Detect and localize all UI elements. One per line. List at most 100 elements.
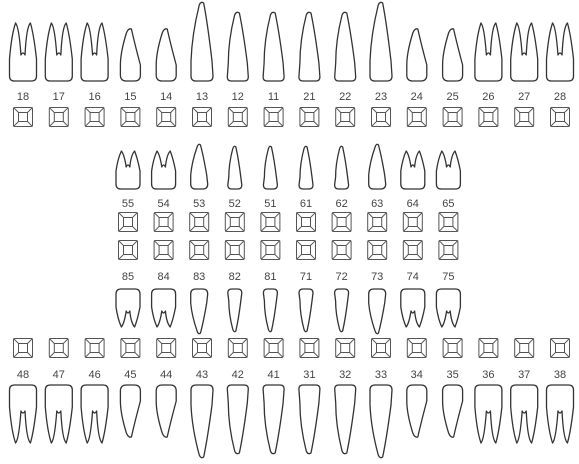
tooth-75[interactable]: 75 [436,241,460,328]
tooth-outline-icon[interactable] [335,146,349,189]
tooth-surface-selector-icon[interactable] [479,339,498,358]
tooth-outline-icon[interactable] [81,385,108,443]
tooth-83[interactable]: 83 [190,241,209,334]
tooth-outline-icon[interactable] [335,289,349,332]
tooth-outline-icon[interactable] [443,29,463,81]
tooth-surface-selector-icon[interactable] [264,108,283,127]
tooth-27[interactable]: 27 [511,23,538,127]
tooth-surface-selector-icon[interactable] [332,241,351,260]
tooth-18[interactable]: 18 [10,23,37,127]
tooth-surface-selector-icon[interactable] [551,339,570,358]
tooth-outline-icon[interactable] [407,29,427,81]
tooth-22[interactable]: 22 [335,12,356,126]
tooth-36[interactable]: 36 [475,339,502,444]
tooth-surface-selector-icon[interactable] [49,339,68,358]
tooth-outline-icon[interactable] [263,12,284,81]
tooth-surface-selector-icon[interactable] [368,241,387,260]
tooth-outline-icon[interactable] [152,289,176,327]
tooth-outline-icon[interactable] [156,29,176,81]
tooth-surface-selector-icon[interactable] [85,339,104,358]
tooth-surface-selector-icon[interactable] [193,108,212,127]
tooth-surface-selector-icon[interactable] [300,339,319,358]
tooth-surface-selector-icon[interactable] [439,241,458,260]
tooth-82[interactable]: 82 [225,241,244,332]
tooth-surface-selector-icon[interactable] [439,213,458,232]
tooth-outline-icon[interactable] [156,385,176,437]
tooth-surface-selector-icon[interactable] [551,108,570,127]
tooth-64[interactable]: 64 [401,151,425,232]
tooth-outline-icon[interactable] [511,23,538,81]
tooth-35[interactable]: 35 [443,339,463,438]
tooth-outline-icon[interactable] [152,151,176,189]
tooth-outline-icon[interactable] [191,144,208,189]
tooth-outline-icon[interactable] [10,385,37,443]
tooth-outline-icon[interactable] [299,146,313,189]
tooth-14[interactable]: 14 [156,29,176,127]
tooth-55[interactable]: 55 [116,151,140,232]
tooth-33[interactable]: 33 [370,339,392,458]
tooth-surface-selector-icon[interactable] [225,213,244,232]
tooth-surface-selector-icon[interactable] [121,339,140,358]
tooth-outline-icon[interactable] [475,23,502,81]
tooth-outline-icon[interactable] [120,29,140,81]
tooth-outline-icon[interactable] [511,385,538,443]
tooth-outline-icon[interactable] [401,289,425,327]
tooth-74[interactable]: 74 [401,241,425,328]
tooth-outline-icon[interactable] [227,12,248,81]
tooth-61[interactable]: 61 [297,146,316,231]
tooth-surface-selector-icon[interactable] [300,108,319,127]
tooth-85[interactable]: 85 [116,241,140,328]
tooth-outline-icon[interactable] [45,385,72,443]
tooth-outline-icon[interactable] [45,23,72,81]
tooth-outline-icon[interactable] [370,2,392,81]
tooth-outline-icon[interactable] [191,289,208,334]
tooth-surface-selector-icon[interactable] [332,213,351,232]
tooth-28[interactable]: 28 [547,23,574,127]
tooth-43[interactable]: 43 [191,339,213,458]
tooth-62[interactable]: 62 [332,146,351,231]
tooth-outline-icon[interactable] [299,289,313,332]
tooth-outline-icon[interactable] [263,289,277,332]
tooth-surface-selector-icon[interactable] [193,339,212,358]
tooth-outline-icon[interactable] [436,151,460,189]
tooth-outline-icon[interactable] [370,385,392,458]
tooth-outline-icon[interactable] [228,146,242,189]
tooth-42[interactable]: 42 [227,339,248,454]
tooth-outline-icon[interactable] [299,385,320,454]
tooth-65[interactable]: 65 [436,151,460,232]
tooth-surface-selector-icon[interactable] [479,108,498,127]
tooth-outline-icon[interactable] [547,23,574,81]
tooth-12[interactable]: 12 [227,12,248,126]
tooth-17[interactable]: 17 [45,23,72,127]
tooth-16[interactable]: 16 [81,23,108,127]
tooth-32[interactable]: 32 [335,339,356,454]
tooth-surface-selector-icon[interactable] [261,213,280,232]
tooth-outline-icon[interactable] [369,144,386,189]
tooth-outline-icon[interactable] [10,23,37,81]
tooth-26[interactable]: 26 [475,23,502,127]
tooth-52[interactable]: 52 [225,146,244,231]
tooth-surface-selector-icon[interactable] [119,241,138,260]
tooth-surface-selector-icon[interactable] [154,241,173,260]
tooth-13[interactable]: 13 [191,2,213,126]
tooth-surface-selector-icon[interactable] [14,339,33,358]
tooth-surface-selector-icon[interactable] [407,339,426,358]
tooth-surface-selector-icon[interactable] [443,108,462,127]
tooth-surface-selector-icon[interactable] [372,339,391,358]
tooth-surface-selector-icon[interactable] [372,108,391,127]
tooth-outline-icon[interactable] [401,151,425,189]
tooth-outline-icon[interactable] [120,385,140,437]
tooth-surface-selector-icon[interactable] [119,213,138,232]
tooth-outline-icon[interactable] [81,23,108,81]
tooth-34[interactable]: 34 [407,339,427,438]
tooth-surface-selector-icon[interactable] [368,213,387,232]
tooth-63[interactable]: 63 [368,144,387,231]
tooth-47[interactable]: 47 [45,339,72,444]
tooth-surface-selector-icon[interactable] [14,108,33,127]
tooth-41[interactable]: 41 [263,339,284,454]
tooth-51[interactable]: 51 [261,146,280,231]
tooth-24[interactable]: 24 [407,29,427,127]
tooth-84[interactable]: 84 [152,241,176,328]
tooth-54[interactable]: 54 [152,151,176,232]
tooth-outline-icon[interactable] [228,289,242,332]
